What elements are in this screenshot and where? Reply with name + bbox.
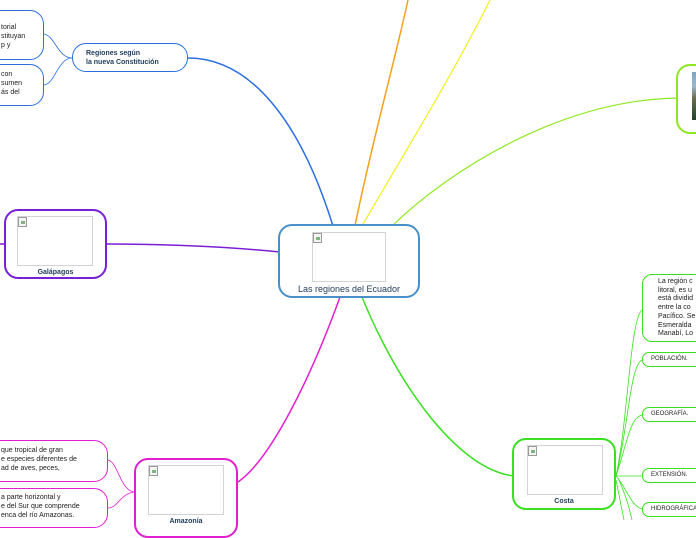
topic-amazonia[interactable]: Amazonía: [134, 458, 238, 538]
costa-subtopic-poblacion[interactable]: POBLACIÓN.: [642, 352, 696, 367]
galapagos-title: Galápagos: [6, 268, 105, 277]
galapagos-image: [17, 216, 93, 266]
costa-subtopic-extension[interactable]: EXTENSIÓN.: [642, 468, 696, 483]
costa-description-text: La región c litoral, es u está dividid e…: [658, 278, 695, 339]
topic-regiones-title: Regiones según la nueva Constitución: [86, 49, 159, 67]
broken-image-icon: [313, 233, 322, 243]
connector-regiones-child2: [44, 58, 72, 85]
regiones-subtopic-1[interactable]: torial stituyan p y: [0, 10, 44, 60]
broken-image-icon: [18, 217, 27, 227]
costa-extension-text: EXTENSIÓN.: [651, 471, 687, 479]
costa-subtopic-hidrografica[interactable]: HIDROGRÁFICA: [642, 502, 696, 517]
right-node-image: [692, 72, 696, 120]
central-topic-title: Las regiones del Ecuador: [280, 284, 418, 295]
connector-central-amazonia: [238, 297, 340, 482]
amazonia-title: Amazonía: [136, 517, 236, 526]
connector-central-costa: [362, 297, 514, 476]
topic-costa[interactable]: Costa: [512, 438, 616, 510]
amazonia-image: [148, 465, 224, 515]
costa-hidrografica-text: HIDROGRÁFICA: [651, 505, 696, 513]
costa-geografia-text: GEOGRAFÍA.: [651, 410, 688, 418]
costa-image: [527, 445, 603, 495]
topic-galapagos[interactable]: Galápagos: [4, 209, 107, 279]
amazonia-subtopic-1-text: que tropical de gran e especies diferent…: [1, 446, 77, 473]
amazonia-subtopic-2-text: a parte horizontal y e del Sur que compr…: [1, 493, 80, 520]
costa-subtopic-description[interactable]: La región c litoral, es u está dividid e…: [642, 274, 696, 342]
connector-central-galapagos: [107, 244, 280, 252]
connector-regiones-child1: [44, 34, 72, 58]
amazonia-subtopic-2[interactable]: a parte horizontal y e del Sur que compr…: [0, 488, 108, 528]
connector-amazonia-child2: [108, 492, 134, 508]
costa-title: Costa: [514, 497, 614, 506]
broken-image-icon: [149, 466, 158, 476]
costa-poblacion-text: POBLACIÓN.: [651, 355, 688, 363]
central-topic-image: [312, 232, 386, 282]
connector-central-yellowgreen: [392, 98, 678, 226]
connector-costa-child5: [616, 476, 642, 509]
amazonia-subtopic-1[interactable]: que tropical de gran e especies diferent…: [0, 440, 108, 482]
regiones-subtopic-2[interactable]: con sumen ás del: [0, 64, 44, 106]
connector-amazonia-child1: [108, 460, 134, 492]
connector-costa-child3: [616, 415, 642, 476]
regiones-subtopic-1-text: torial stituyan p y: [1, 23, 25, 50]
regiones-subtopic-2-text: con sumen ás del: [1, 70, 22, 97]
broken-image-icon: [528, 446, 537, 456]
central-topic[interactable]: Las regiones del Ecuador: [278, 224, 420, 298]
topic-regiones-nueva-constitucion[interactable]: Regiones según la nueva Constitución: [72, 43, 188, 72]
costa-subtopic-geografia[interactable]: GEOGRAFÍA.: [642, 407, 696, 422]
connector-central-regiones: [188, 58, 333, 226]
connector-costa-child1: [616, 310, 642, 476]
topic-right-image-node[interactable]: [676, 64, 696, 134]
